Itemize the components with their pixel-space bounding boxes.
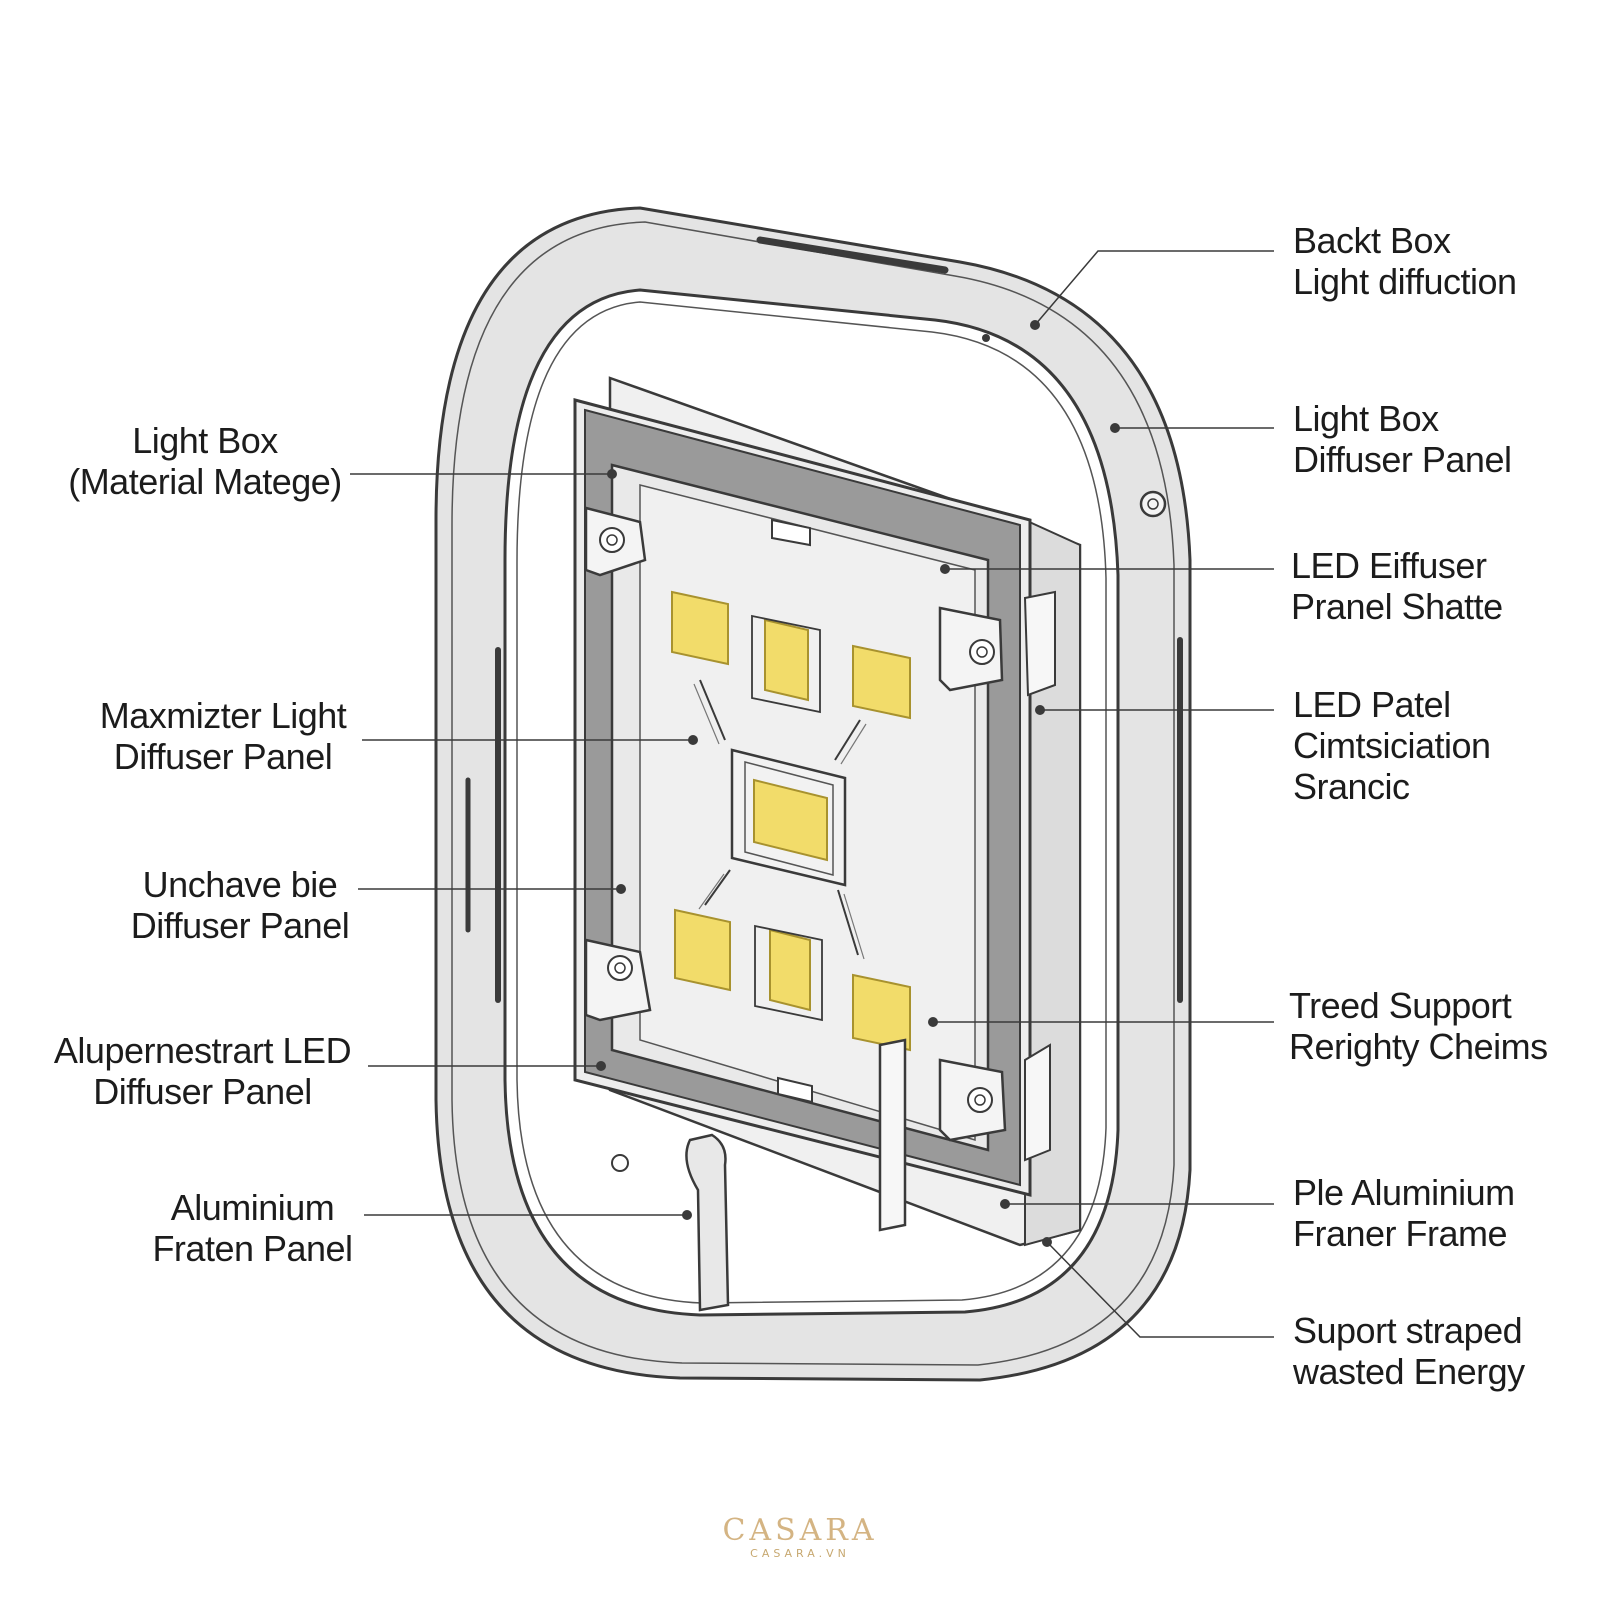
label-suport-straped: Suport straped wasted Energy bbox=[1293, 1310, 1525, 1392]
clip-bracket-icon bbox=[584, 506, 647, 577]
led-chip-icon bbox=[754, 924, 823, 1022]
led-chip-icon bbox=[753, 778, 828, 862]
label-unchave-bie-diffuser: Unchave bie Diffuser Panel bbox=[130, 864, 350, 946]
frame-rivet bbox=[982, 334, 990, 342]
label-led-eiffuser-pranel: LED Eiffuser Pranel Shatte bbox=[1291, 545, 1503, 627]
clip-bracket-icon bbox=[584, 938, 652, 1022]
label-ple-aluminium-frame: Ple Aluminium Franer Frame bbox=[1293, 1172, 1515, 1254]
mounting-screw-icon bbox=[611, 1154, 629, 1172]
led-chip-icon bbox=[671, 590, 729, 666]
label-treed-support: Treed Support Rerighty Cheims bbox=[1289, 985, 1548, 1067]
leader-dots-right bbox=[928, 320, 1120, 1247]
mounting-screw-icon bbox=[1139, 490, 1167, 518]
casara-logo: CASARA CASARA.VN bbox=[700, 1515, 900, 1561]
led-chip-icon bbox=[674, 908, 731, 992]
led-chip-icon bbox=[852, 973, 911, 1052]
led-board bbox=[573, 398, 1056, 1312]
label-backt-box-light: Backt Box Light diffuction bbox=[1293, 220, 1517, 302]
leader-dots-left bbox=[596, 469, 698, 1220]
label-light-box-diffuser: Light Box Diffuser Panel bbox=[1293, 398, 1512, 480]
clip-bracket-icon bbox=[938, 606, 1004, 692]
leader-lines-right bbox=[933, 250, 1274, 1338]
logo-brand: CASARA bbox=[722, 1513, 878, 1548]
logo-sub: CASARA.VN bbox=[750, 1547, 850, 1560]
label-light-box-material: Light Box (Material Matege) bbox=[68, 420, 342, 502]
label-led-patel-cimtsiciation: LED Patel Cimtsiciation Srancic bbox=[1293, 684, 1491, 807]
label-alupernestrart-led-diffuser: Alupernestrart LED Diffuser Panel bbox=[53, 1030, 352, 1112]
led-chip-icon bbox=[852, 644, 911, 720]
support-strap bbox=[685, 1133, 730, 1312]
leader-lines-left bbox=[350, 473, 693, 1216]
led-chip-icon bbox=[751, 614, 821, 714]
clip-bracket-icon bbox=[938, 1058, 1007, 1142]
frame-slot-top bbox=[756, 236, 949, 274]
label-aluminium-fraten-panel: Aluminium Fraten Panel bbox=[152, 1187, 353, 1269]
label-maxmizter-light-diffuser: Maxmizter Light Diffuser Panel bbox=[99, 695, 347, 777]
